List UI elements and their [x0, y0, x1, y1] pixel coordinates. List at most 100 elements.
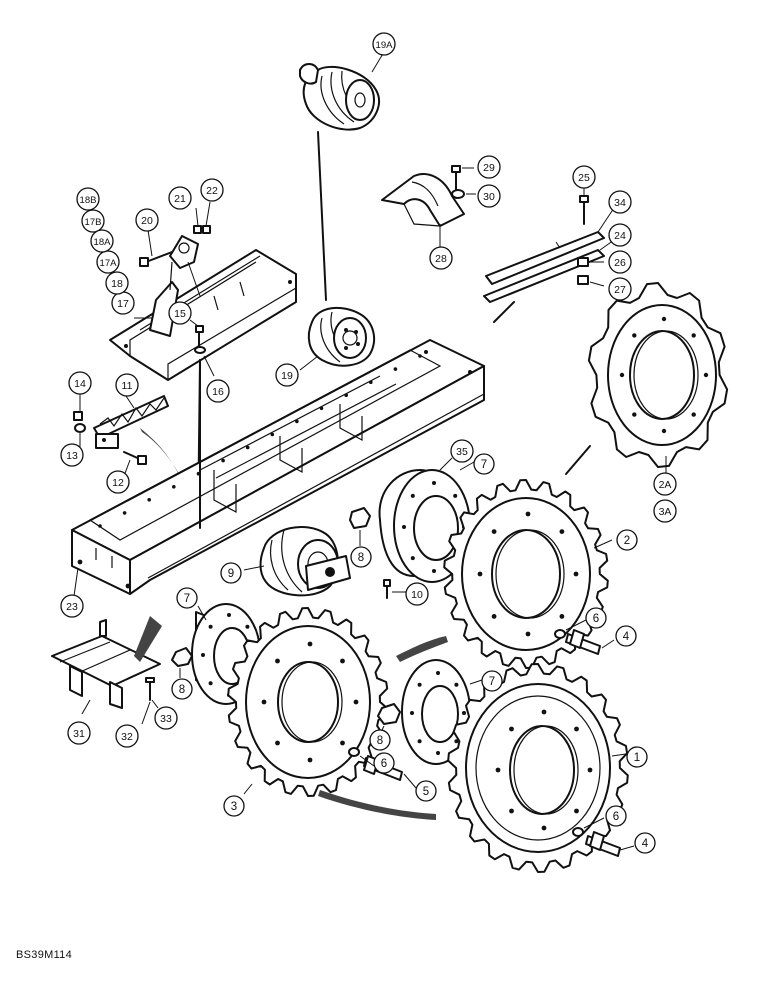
callout-bubble — [615, 625, 637, 647]
callout-label: 15 — [174, 308, 186, 320]
sprocket-2-bolt-hole — [525, 511, 531, 517]
callout-label: 5 — [423, 786, 429, 798]
clip-11 — [93, 395, 169, 449]
callout-bubble — [68, 371, 92, 395]
callout-label: 10 — [411, 589, 423, 601]
callout-label: 18B — [80, 195, 97, 206]
callout-label: 8 — [179, 684, 185, 696]
plate-7-bolt-hole — [454, 739, 459, 744]
callout-label: 13 — [66, 450, 78, 462]
frame-bolt-hole — [122, 511, 127, 515]
callout-label: 35 — [456, 446, 468, 458]
callout-label: 8 — [377, 735, 383, 747]
callout-label: 7 — [489, 676, 495, 688]
callout-label: 25 — [578, 172, 590, 184]
callout-bubble — [67, 721, 91, 745]
callout-label: 21 — [174, 193, 186, 205]
frame-bolt-hole — [319, 406, 324, 411]
callout-bubble — [626, 746, 648, 768]
callout-label: 31 — [73, 728, 85, 740]
callout-bubble — [369, 729, 391, 751]
sprocket-1-bolt-hole — [541, 709, 547, 715]
track-frame-23 — [71, 339, 485, 595]
callout-label: 16 — [212, 386, 224, 398]
callout-label: 6 — [613, 811, 619, 823]
nut-8-upper — [349, 507, 371, 546]
bracket-31 — [51, 619, 161, 715]
callout-label: 3A — [659, 506, 672, 518]
sprocket-1-bolt-hole — [574, 726, 579, 732]
frame-bolt-hole — [245, 445, 250, 450]
callout-label: 18 — [111, 278, 123, 290]
frame-bolt-hole — [147, 498, 151, 502]
callout-label: 17A — [100, 258, 118, 269]
sprocket-3-bolt-hole — [340, 658, 345, 664]
roller-9 — [243, 526, 351, 597]
sprocket-3-bolt-hole — [261, 699, 267, 705]
callout-label: 3 — [231, 801, 237, 813]
callout-label: 29 — [483, 162, 495, 174]
frame-bolt-hole — [221, 458, 225, 463]
callout-label: 33 — [160, 713, 172, 725]
sprocket-segment-2a-3a — [587, 282, 729, 474]
callout-bubble — [171, 678, 193, 700]
frame-bolt-hole — [98, 524, 102, 528]
callout-label: 2 — [624, 535, 630, 547]
callout-layer: 122A33A456789101112131415161717A17B1818A… — [60, 32, 677, 854]
sprocket-1-bolt-hole — [587, 767, 593, 773]
callout-label: 12 — [112, 477, 124, 489]
callout-bubble — [105, 271, 129, 295]
plate-7-lower — [401, 659, 483, 765]
callout-label: 30 — [483, 191, 495, 203]
sprocket-3-bolt-hole — [307, 641, 313, 647]
strip-24-34 — [483, 207, 615, 303]
bolt-12 — [123, 451, 147, 477]
sprocket-1 — [447, 663, 629, 873]
callout-bubble — [60, 594, 84, 618]
plate-7-bolt-hole — [227, 613, 231, 617]
callout-label: 8 — [358, 552, 364, 564]
sprocket-3-bolt-hole — [275, 740, 280, 746]
plate-7-bolt-hole — [410, 711, 414, 715]
callout-label: 4 — [642, 838, 649, 850]
callout-label: 7 — [481, 459, 487, 471]
callout-bubble — [176, 587, 198, 609]
callout-bubble — [653, 472, 677, 496]
callout-label: 32 — [121, 731, 133, 743]
callout-bubble — [135, 208, 159, 232]
callout-bubble — [585, 607, 607, 629]
plate-7-bolt-hole — [462, 711, 466, 715]
callout-label: 7 — [184, 593, 190, 605]
callout-bubble — [405, 582, 429, 606]
callout-bubble — [608, 250, 632, 274]
sprocket-2-bolt-hole — [477, 571, 483, 577]
callout-bubble — [115, 724, 139, 748]
sprocket-3-bolt-hole — [353, 699, 359, 705]
callout-label: 14 — [74, 378, 86, 390]
sprocket-2-bolt-hole — [525, 631, 531, 637]
callout-label: 17 — [117, 298, 129, 310]
callout-bubble — [90, 229, 114, 253]
callout-bubble — [481, 670, 503, 692]
callout-bubble — [429, 246, 453, 270]
sprocket-segment-bolt-hole — [632, 333, 637, 338]
sprocket-2-bolt-hole — [491, 614, 497, 619]
callout-bubble — [653, 499, 677, 523]
bracket-17 — [109, 235, 297, 381]
callout-bubble — [477, 184, 501, 208]
callout-label: 19 — [281, 370, 293, 382]
callout-label: 27 — [614, 284, 626, 296]
bolt-4-washer-6-lower — [572, 817, 635, 857]
callout-bubble — [572, 165, 596, 189]
plate-7-bolt-hole — [432, 481, 436, 485]
sprocket-2-bolt-hole — [559, 614, 565, 619]
callout-bubble — [608, 223, 632, 247]
plate-7-upper — [393, 461, 475, 583]
plate-7-bolt-hole — [417, 682, 422, 687]
callout-bubble — [605, 805, 627, 827]
plate-7-bolt-hole — [245, 624, 250, 629]
nut-8-left — [171, 647, 193, 678]
sprocket-3-bolt-hole — [340, 740, 345, 746]
sprocket-segment-bolt-hole — [703, 372, 709, 378]
